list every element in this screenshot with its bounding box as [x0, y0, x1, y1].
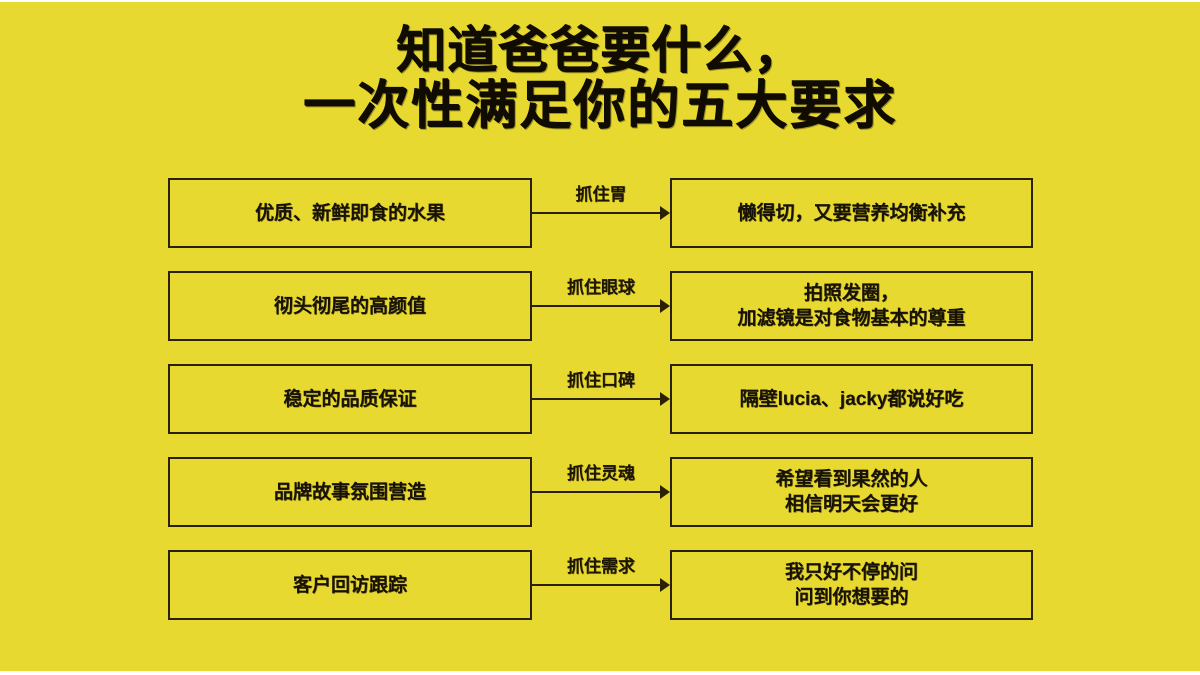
flow-row-left-label: 客户回访跟踪 [292, 574, 407, 596]
bottom-edge-strip [0, 671, 1200, 675]
flow-row-left-label: 品牌故事氛围营造 [273, 481, 426, 503]
flow-row-left-box: 客户回访跟踪 [168, 550, 532, 620]
arrow-line-icon [532, 305, 662, 307]
flow-row-left-box: 彻头彻尾的高颜值 [168, 271, 532, 341]
flow-connector: 抓住胃 [532, 178, 670, 248]
flow-connector-label: 抓住胃 [575, 185, 627, 204]
flow-connector-label: 抓住口碑 [567, 371, 635, 390]
flow-row-right-box: 我只好不停的问 问到你想要的 [670, 550, 1033, 620]
flow-connector: 抓住口碑 [532, 364, 670, 434]
flow-row-right-label: 我只好不停的问 问到你想要的 [784, 562, 918, 608]
flow-row-left-box: 优质、新鲜即食的水果 [168, 178, 532, 248]
flow-row-left-label: 优质、新鲜即食的水果 [254, 202, 445, 224]
flow-row-right-label: 希望看到果然的人 相信明天会更好 [775, 469, 928, 515]
flow-connector-label: 抓住眼球 [567, 278, 635, 297]
arrow-line-icon [532, 491, 662, 493]
flow-row: 优质、新鲜即食的水果 抓住胃 懒得切，又要营养均衡补充 [168, 178, 1033, 248]
flow-diagram: 优质、新鲜即食的水果 抓住胃 懒得切，又要营养均衡补充 彻头彻尾的高颜值 抓住眼… [168, 178, 1033, 620]
flow-connector: 抓住眼球 [532, 271, 670, 341]
page-title: 知道爸爸要什么， 一次性满足你的五大要求 [0, 22, 1200, 134]
page-title-line-1: 知道爸爸要什么， [396, 22, 804, 78]
flow-row-right-label: 隔壁lucia、jacky都说好吃 [739, 388, 964, 410]
flow-connector-label: 抓住灵魂 [567, 464, 635, 483]
flow-row-right-box: 隔壁lucia、jacky都说好吃 [670, 364, 1033, 434]
flow-connector-label: 抓住需求 [567, 557, 635, 576]
arrow-line-icon [532, 212, 662, 214]
arrow-head-icon [660, 392, 670, 406]
flow-row: 品牌故事氛围营造 抓住灵魂 希望看到果然的人 相信明天会更好 [168, 457, 1033, 527]
flow-row-right-label: 懒得切，又要营养均衡补充 [737, 202, 966, 224]
flow-row: 稳定的品质保证 抓住口碑 隔壁lucia、jacky都说好吃 [168, 364, 1033, 434]
flow-row-right-label: 拍照发圈， 加滤镜是对食物基本的尊重 [737, 283, 966, 329]
flow-row-right-box: 希望看到果然的人 相信明天会更好 [670, 457, 1033, 527]
flow-row-left-label: 稳定的品质保证 [283, 388, 417, 410]
arrow-head-icon [660, 299, 670, 313]
flow-row-right-box: 懒得切，又要营养均衡补充 [670, 178, 1033, 248]
flow-connector: 抓住灵魂 [532, 457, 670, 527]
arrow-head-icon [660, 206, 670, 220]
flow-row: 彻头彻尾的高颜值 抓住眼球 拍照发圈， 加滤镜是对食物基本的尊重 [168, 271, 1033, 341]
top-edge-strip [0, 0, 1200, 2]
flow-row-left-box: 品牌故事氛围营造 [168, 457, 532, 527]
arrow-head-icon [660, 485, 670, 499]
arrow-line-icon [532, 584, 662, 586]
page-title-line-2: 一次性满足你的五大要求 [302, 77, 897, 135]
flow-row: 客户回访跟踪 抓住需求 我只好不停的问 问到你想要的 [168, 550, 1033, 620]
arrow-head-icon [660, 578, 670, 592]
flow-row-right-box: 拍照发圈， 加滤镜是对食物基本的尊重 [670, 271, 1033, 341]
flow-row-left-label: 彻头彻尾的高颜值 [273, 295, 426, 317]
flow-row-left-box: 稳定的品质保证 [168, 364, 532, 434]
arrow-line-icon [532, 398, 662, 400]
flow-connector: 抓住需求 [532, 550, 670, 620]
